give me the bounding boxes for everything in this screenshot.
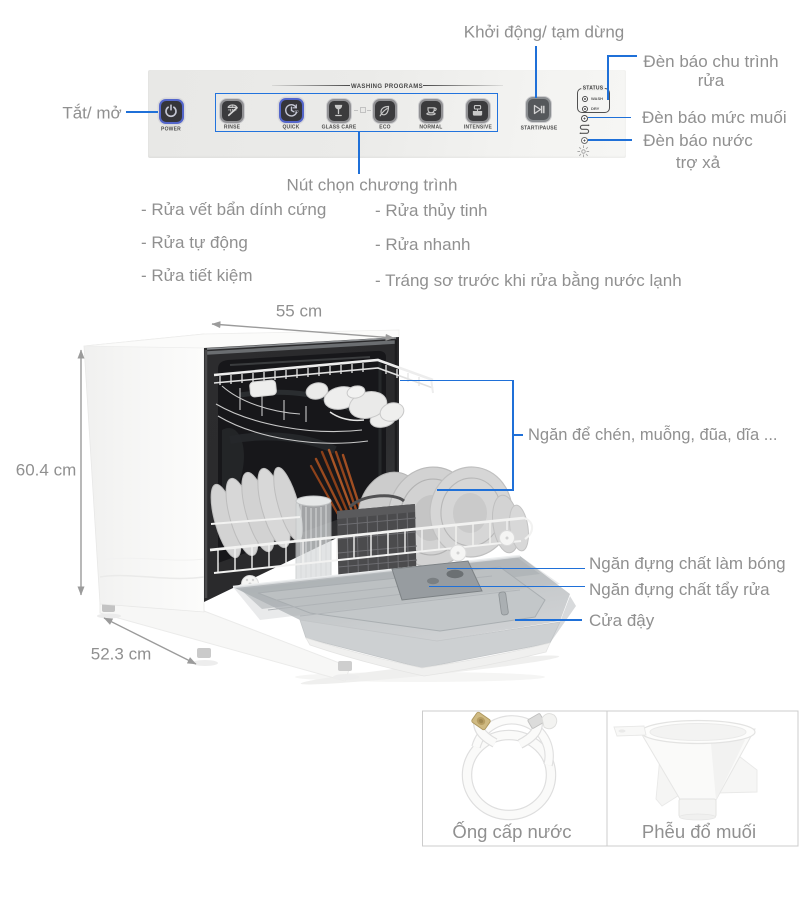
svg-text:30: 30 <box>294 110 298 114</box>
